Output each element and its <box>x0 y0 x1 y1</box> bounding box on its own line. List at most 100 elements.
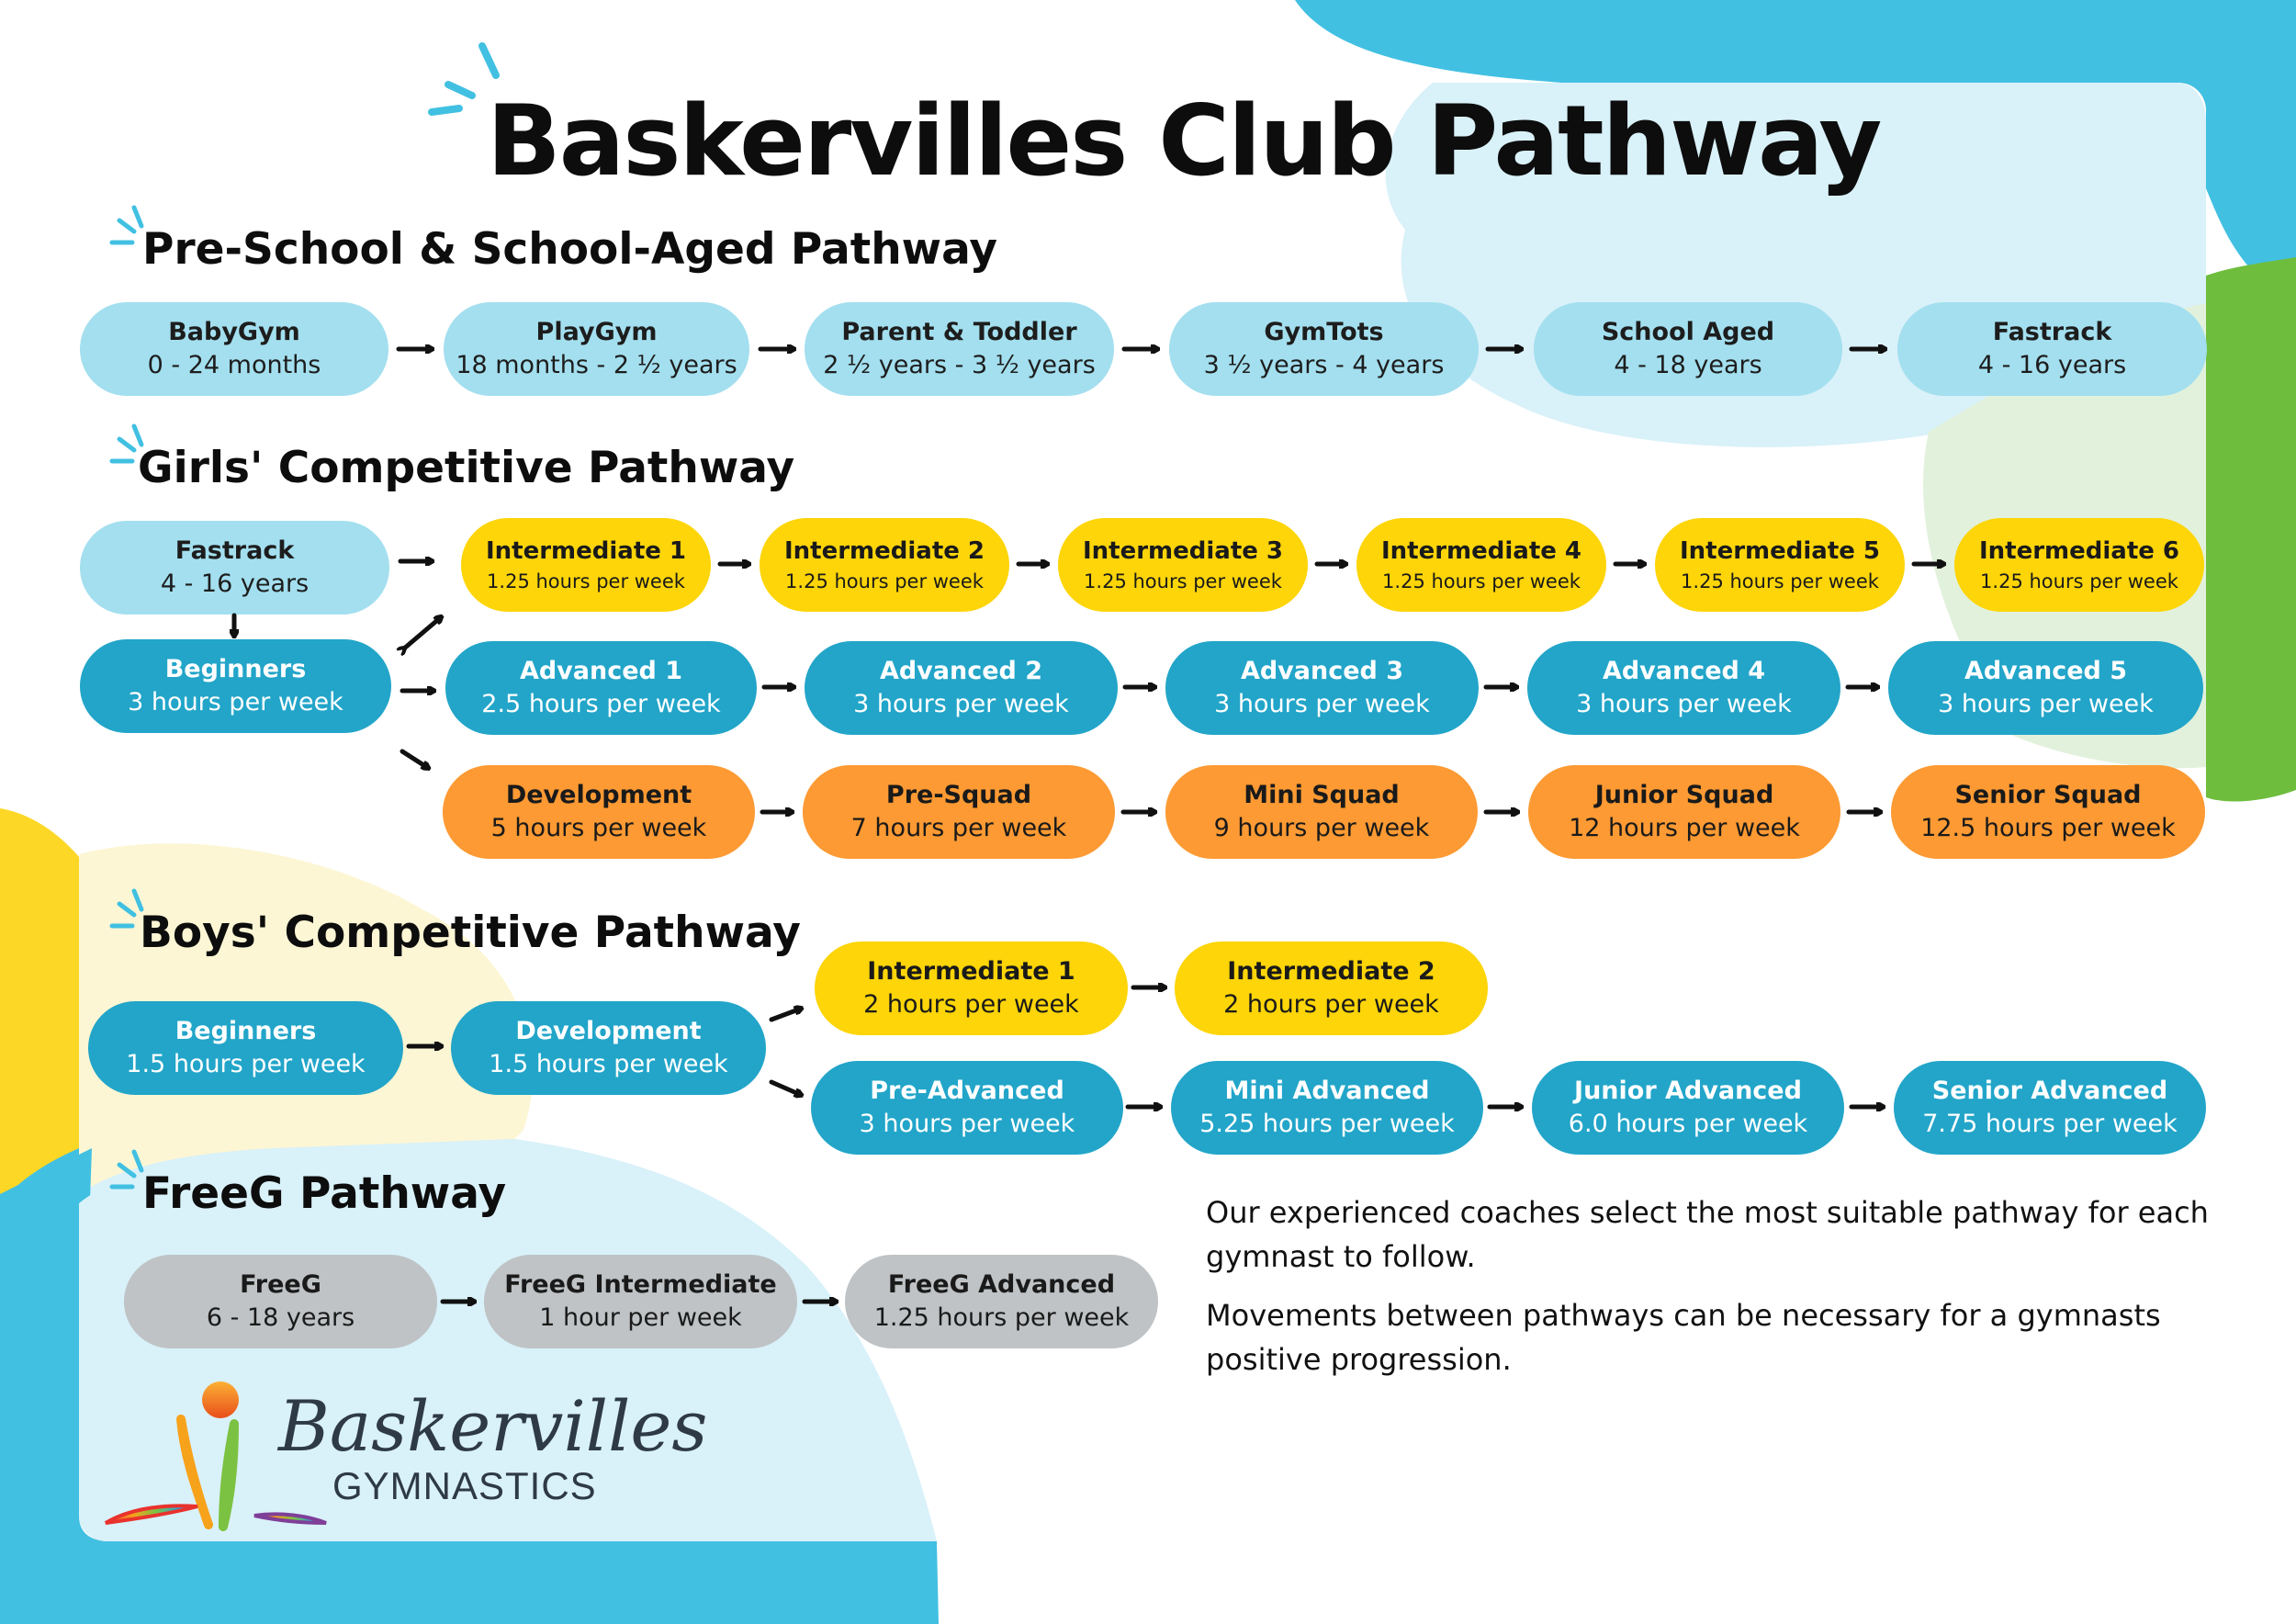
pill-detail: 7.75 hours per week <box>1922 1110 2178 1138</box>
pill-boys-pre-advanced[interactable]: Pre-Advanced 3 hours per week <box>811 1061 1123 1155</box>
pill-name: School Aged <box>1601 318 1775 346</box>
pill-girls-intermediate-1[interactable]: Intermediate 1 1.25 hours per week <box>461 518 711 612</box>
pill-detail: 1.25 hours per week <box>785 570 984 592</box>
freeg-heading: FreeG Pathway <box>142 1168 507 1219</box>
logo-subtitle: GYMNASTICS <box>332 1464 597 1507</box>
pill-name: Development <box>515 1017 702 1045</box>
pill-girls-advanced-2[interactable]: Advanced 2 3 hours per week <box>805 641 1118 735</box>
pill-girls-pre-squad[interactable]: Pre-Squad 7 hours per week <box>803 765 1115 859</box>
pill-name: Beginners <box>164 655 307 683</box>
pill-girls-intermediate-3[interactable]: Intermediate 3 1.25 hours per week <box>1058 518 1308 612</box>
pill-name: GymTots <box>1264 318 1384 346</box>
pill-girls-intermediate-4[interactable]: Intermediate 4 1.25 hours per week <box>1356 518 1606 612</box>
logo-wordmark: Baskervilles <box>278 1385 708 1467</box>
pill-girls-advanced-1[interactable]: Advanced 1 2.5 hours per week <box>445 641 757 735</box>
pill-detail: 12.5 hours per week <box>1920 814 2176 842</box>
pill-name: Advanced 2 <box>879 657 1043 685</box>
girls-heading: Girls' Competitive Pathway <box>138 443 795 493</box>
pill-boys-development[interactable]: Development 1.5 hours per week <box>451 1001 766 1095</box>
pill-detail: 1.25 hours per week <box>487 570 685 592</box>
boys-heading: Boys' Competitive Pathway <box>140 908 801 958</box>
pill-detail: 1.5 hours per week <box>126 1050 366 1078</box>
pill-name: Parent & Toddler <box>841 318 1077 346</box>
pill-freeg[interactable]: FreeG 6 - 18 years <box>124 1255 437 1348</box>
pill-name: Advanced 1 <box>519 657 683 685</box>
pill-girls-intermediate-2[interactable]: Intermediate 2 1.25 hours per week <box>760 518 1009 612</box>
pill-girls-intermediate-6[interactable]: Intermediate 6 1.25 hours per week <box>1954 518 2204 612</box>
pill-name: FreeG Intermediate <box>504 1270 777 1299</box>
pill-name: Senior Squad <box>1954 781 2142 809</box>
pill-name: Advanced 5 <box>1964 657 2128 685</box>
pill-detail: 5.25 hours per week <box>1199 1110 1455 1138</box>
pill-detail: 2 hours per week <box>863 990 1079 1019</box>
pill-boys-beginners[interactable]: Beginners 1.5 hours per week <box>88 1001 403 1095</box>
pill-detail: 1.25 hours per week <box>873 1303 1130 1332</box>
pill-name: FreeG Advanced <box>887 1270 1116 1299</box>
pill-girls-advanced-4[interactable]: Advanced 4 3 hours per week <box>1527 641 1840 735</box>
pill-name: Intermediate 2 <box>783 537 985 565</box>
note-coaches: Our experienced coaches select the most … <box>1206 1195 2209 1274</box>
pill-boys-junior-advanced[interactable]: Junior Advanced 6.0 hours per week <box>1532 1061 1844 1155</box>
pill-detail: 7 hours per week <box>850 814 1067 842</box>
pill-boys-senior-advanced[interactable]: Senior Advanced 7.75 hours per week <box>1894 1061 2206 1155</box>
pill-name: Mini Squad <box>1244 781 1400 809</box>
pill-name: Advanced 4 <box>1602 657 1766 685</box>
pill-name: Intermediate 2 <box>1227 957 1435 986</box>
pill-detail: 3 hours per week <box>1576 690 1792 718</box>
pill-name: Fastrack <box>174 536 295 565</box>
pill-name: Intermediate 1 <box>867 957 1075 986</box>
pill-name: Intermediate 5 <box>1679 537 1881 565</box>
gymnast-logo-icon <box>104 1382 327 1531</box>
pill-detail: 12 hours per week <box>1569 814 1800 842</box>
pill-detail: 1 hour per week <box>539 1303 742 1332</box>
pill-detail: 2.5 hours per week <box>481 690 721 718</box>
pill-detail: 6 - 18 years <box>206 1303 355 1332</box>
pill-girls-intermediate-5[interactable]: Intermediate 5 1.25 hours per week <box>1655 518 1905 612</box>
pill-name: Pre-Advanced <box>870 1077 1064 1105</box>
pill-detail: 2 hours per week <box>1223 990 1439 1019</box>
pill-detail: 1.25 hours per week <box>1681 570 1879 592</box>
pill-girls-fastrack[interactable]: Fastrack 4 - 16 years <box>80 521 389 615</box>
pill-girls-advanced-5[interactable]: Advanced 5 3 hours per week <box>1888 641 2203 735</box>
pill-name: PlayGym <box>535 318 658 346</box>
pill-detail: 3 hours per week <box>128 688 343 716</box>
pill-name: Intermediate 3 <box>1082 537 1284 565</box>
pill-girls-advanced-3[interactable]: Advanced 3 3 hours per week <box>1165 641 1479 735</box>
pill-name: Fastrack <box>1992 318 2112 346</box>
pill-name: Senior Advanced <box>1931 1077 2168 1105</box>
pill-name: Intermediate 4 <box>1380 537 1582 565</box>
pill-freeg-intermediate[interactable]: FreeG Intermediate 1 hour per week <box>484 1255 797 1348</box>
page-title: Baskervilles Club Pathway <box>487 85 1882 197</box>
pill-girls-junior-squad[interactable]: Junior Squad 12 hours per week <box>1528 765 1840 859</box>
pill-detail: 0 - 24 months <box>147 351 321 379</box>
pill-boys-intermediate-2[interactable]: Intermediate 2 2 hours per week <box>1175 942 1488 1035</box>
pill-fastrack[interactable]: Fastrack 4 - 16 years <box>1897 302 2207 396</box>
pill-name: FreeG <box>240 1270 321 1299</box>
pill-girls-senior-squad[interactable]: Senior Squad 12.5 hours per week <box>1891 765 2205 859</box>
pill-babygym[interactable]: BabyGym 0 - 24 months <box>80 302 388 396</box>
pill-detail: 1.5 hours per week <box>489 1050 728 1078</box>
pill-detail: 4 - 16 years <box>1977 351 2127 379</box>
pill-boys-intermediate-1[interactable]: Intermediate 1 2 hours per week <box>815 942 1128 1035</box>
pill-girls-mini-squad[interactable]: Mini Squad 9 hours per week <box>1165 765 1478 859</box>
pill-name: Advanced 3 <box>1240 657 1404 685</box>
pill-detail: 1.25 hours per week <box>1084 570 1282 592</box>
pill-detail: 5 hours per week <box>490 814 707 842</box>
pill-detail: 3 hours per week <box>853 690 1069 718</box>
pill-detail: 3 ½ years - 4 years <box>1203 351 1445 379</box>
pill-boys-mini-advanced[interactable]: Mini Advanced 5.25 hours per week <box>1171 1061 1483 1155</box>
pill-playgym[interactable]: PlayGym 18 months - 2 ½ years <box>444 302 749 396</box>
pill-detail: 1.25 hours per week <box>1980 570 2178 592</box>
pill-name: Junior Advanced <box>1574 1077 1802 1105</box>
pill-school-aged[interactable]: School Aged 4 - 18 years <box>1534 302 1842 396</box>
pill-freeg-advanced[interactable]: FreeG Advanced 1.25 hours per week <box>845 1255 1158 1348</box>
pill-girls-development[interactable]: Development 5 hours per week <box>443 765 755 859</box>
pill-gymtots[interactable]: GymTots 3 ½ years - 4 years <box>1169 302 1479 396</box>
pill-girls-beginners[interactable]: Beginners 3 hours per week <box>80 639 391 733</box>
pill-detail: 1.25 hours per week <box>1382 570 1581 592</box>
pill-detail: 9 hours per week <box>1213 814 1430 842</box>
pill-name: Beginners <box>174 1017 317 1045</box>
pill-parent-toddler[interactable]: Parent & Toddler 2 ½ years - 3 ½ years <box>805 302 1114 396</box>
